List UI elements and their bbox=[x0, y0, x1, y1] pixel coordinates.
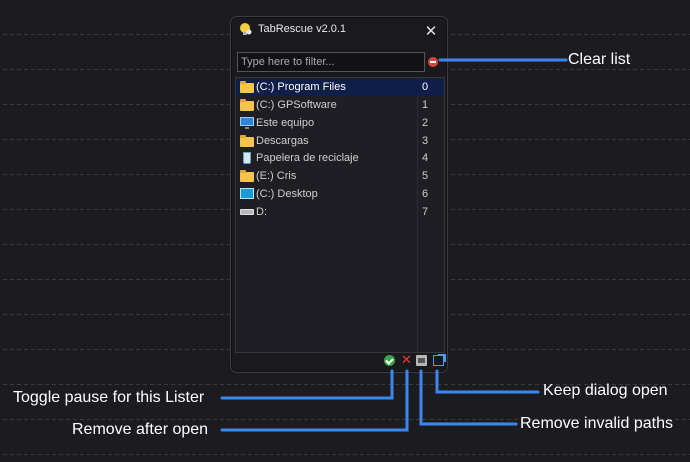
remove-after-open-annotation: Remove after open bbox=[72, 421, 209, 438]
list-item-index: 4 bbox=[422, 152, 429, 164]
keep-dialog-open-button[interactable] bbox=[433, 354, 446, 366]
recycle-bin-icon bbox=[240, 152, 254, 164]
list-item-label: (C:) GPSoftware bbox=[256, 99, 337, 111]
close-button[interactable]: ✕ bbox=[424, 22, 438, 40]
list-item-index: 3 bbox=[422, 135, 429, 147]
folder-icon bbox=[240, 170, 254, 182]
remove-after-open-button[interactable]: ✕ bbox=[401, 353, 412, 368]
list-item[interactable]: (C:) GPSoftware 1 bbox=[236, 97, 444, 114]
desktop-icon bbox=[240, 188, 254, 200]
list-item-label: Este equipo bbox=[256, 117, 315, 129]
remove-invalid-annotation: Remove invalid paths bbox=[520, 415, 673, 432]
drive-icon bbox=[240, 206, 254, 218]
folder-icon bbox=[240, 135, 254, 147]
list-item[interactable]: (C:) Program Files 0 bbox=[236, 79, 444, 96]
list-item-label: Papelera de reciclaje bbox=[256, 152, 359, 164]
remove-after-open-callout-line bbox=[220, 369, 409, 432]
lightbulb-app-icon bbox=[240, 23, 252, 35]
list-item-label: Descargas bbox=[256, 135, 309, 147]
title-bar[interactable]: TabRescue v2.0.1 ✕ bbox=[231, 17, 447, 45]
keep-dialog-open-annotation: Keep dialog open bbox=[543, 382, 668, 399]
folder-icon bbox=[240, 99, 254, 111]
filter-input[interactable] bbox=[237, 52, 425, 72]
path-list[interactable]: (C:) Program Files 0 (C:) GPSoftware 1 E… bbox=[235, 77, 445, 353]
window-title: TabRescue v2.0.1 bbox=[258, 23, 347, 35]
monitor-icon bbox=[240, 117, 254, 129]
list-item[interactable]: Descargas 3 bbox=[236, 133, 444, 150]
list-item-label: (E:) Cris bbox=[256, 170, 297, 182]
folder-icon bbox=[240, 81, 254, 93]
toggle-pause-button[interactable] bbox=[384, 355, 395, 366]
list-item-label: (C:) Desktop bbox=[256, 188, 318, 200]
toggle-pause-callout-line bbox=[220, 369, 394, 400]
remove-invalid-paths-button[interactable] bbox=[416, 355, 427, 366]
list-item-index: 0 bbox=[422, 81, 429, 93]
clear-list-annotation: Clear list bbox=[568, 51, 631, 68]
keep-dialog-callout-line bbox=[435, 369, 540, 394]
list-item[interactable]: D: 7 bbox=[236, 204, 444, 221]
toggle-pause-annotation: Toggle pause for this Lister bbox=[13, 389, 205, 406]
list-item-index: 5 bbox=[422, 170, 429, 182]
clear-list-button[interactable] bbox=[428, 57, 438, 67]
list-item-index: 2 bbox=[422, 117, 429, 129]
list-item-index: 7 bbox=[422, 206, 429, 218]
list-item-index: 6 bbox=[422, 188, 429, 200]
column-divider bbox=[417, 78, 418, 352]
tabrescue-dialog: TabRescue v2.0.1 ✕ (C:) Program Files 0 … bbox=[230, 16, 448, 373]
list-item[interactable]: Papelera de reciclaje 4 bbox=[236, 150, 444, 167]
list-item-label: D: bbox=[256, 206, 267, 218]
list-item[interactable]: Este equipo 2 bbox=[236, 115, 444, 132]
list-item-label: (C:) Program Files bbox=[256, 81, 346, 93]
list-item[interactable]: (C:) Desktop 6 bbox=[236, 186, 444, 203]
list-item-index: 1 bbox=[422, 99, 429, 111]
list-item[interactable]: (E:) Cris 5 bbox=[236, 168, 444, 185]
remove-invalid-callout-line bbox=[419, 369, 518, 426]
